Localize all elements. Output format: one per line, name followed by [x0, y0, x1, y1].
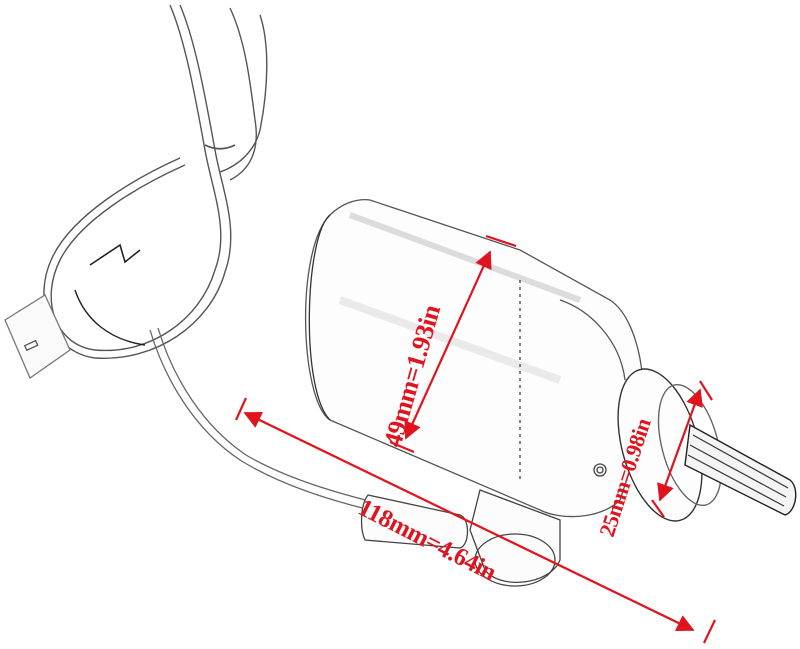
connector-plug	[4, 294, 71, 379]
dimension-lines	[234, 234, 716, 644]
gear-shaft	[684, 423, 797, 516]
motor-body	[304, 199, 645, 518]
wire-harness	[43, 4, 268, 359]
